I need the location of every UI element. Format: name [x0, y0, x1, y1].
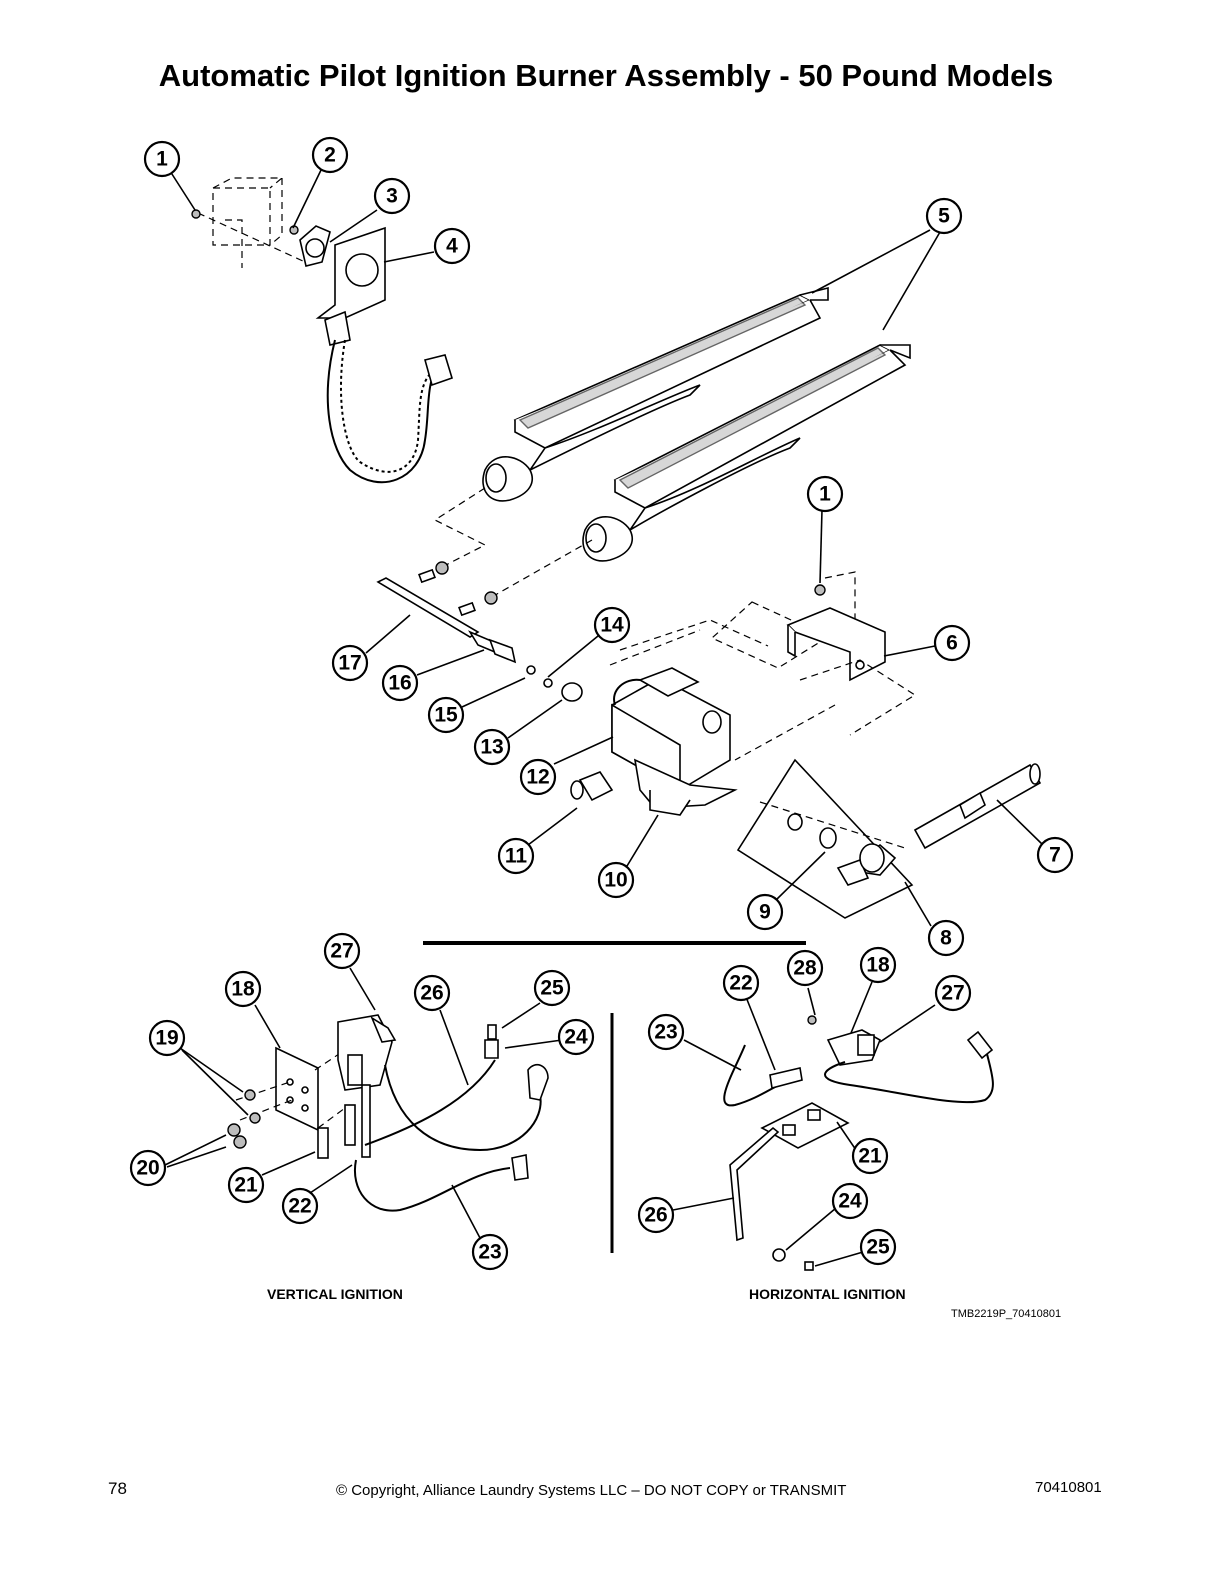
svg-text:8: 8 — [940, 927, 952, 950]
caption-vertical-ignition: VERTICAL IGNITION — [267, 1286, 403, 1302]
svg-text:28: 28 — [793, 957, 817, 980]
callout-5: 5 — [925, 197, 963, 235]
callout-7: 7 — [1036, 836, 1074, 874]
document-number: 70410801 — [1035, 1479, 1102, 1496]
page-title: Automatic Pilot Ignition Burner Assembly… — [158, 58, 1054, 93]
callout-26-horizontal: 26 — [637, 1196, 675, 1234]
callout-25-horizontal: 25 — [859, 1228, 897, 1266]
callout-9: 9 — [746, 893, 784, 931]
callout-21-horizontal: 21 — [851, 1137, 889, 1175]
callout-17: 17 — [331, 644, 369, 682]
svg-text:26: 26 — [420, 982, 443, 1005]
svg-text:23: 23 — [478, 1241, 501, 1264]
callout-bubbles: 1 2 3 4 5 1 6 14 17 16 15 13 12 11 10 7 … — [129, 136, 1074, 1271]
svg-text:5: 5 — [938, 205, 950, 228]
callout-23-vertical: 23 — [471, 1233, 509, 1271]
svg-text:2: 2 — [324, 144, 336, 167]
mounting-bracket-group — [710, 571, 917, 761]
page-number: 78 — [108, 1479, 127, 1498]
svg-text:21: 21 — [858, 1145, 882, 1168]
callout-12: 12 — [519, 758, 557, 796]
svg-text:27: 27 — [330, 940, 353, 963]
callout-18-horizontal: 18 — [859, 946, 897, 984]
svg-text:19: 19 — [155, 1027, 178, 1050]
svg-text:22: 22 — [729, 972, 752, 995]
svg-text:18: 18 — [231, 978, 255, 1001]
callout-15: 15 — [427, 696, 465, 734]
svg-text:12: 12 — [526, 766, 549, 789]
callout-24-horizontal: 24 — [831, 1182, 869, 1220]
svg-text:24: 24 — [564, 1026, 588, 1049]
callout-16: 16 — [381, 664, 419, 702]
callout-2: 2 — [311, 136, 349, 174]
svg-text:3: 3 — [386, 185, 398, 208]
callout-3: 3 — [373, 177, 411, 215]
callout-6: 6 — [933, 624, 971, 662]
vertical-ignition-assembly — [227, 1014, 549, 1212]
svg-text:11: 11 — [505, 845, 528, 868]
callout-18-vertical: 18 — [224, 970, 262, 1008]
horizontal-ignition-assembly — [723, 1015, 994, 1271]
svg-text:16: 16 — [388, 672, 411, 695]
callout-11: 11 — [497, 837, 535, 875]
callout-10: 10 — [597, 861, 635, 899]
burner-upper — [482, 286, 829, 502]
callout-13: 13 — [473, 728, 511, 766]
callout-8: 8 — [927, 919, 965, 957]
callout-19: 19 — [148, 1019, 186, 1057]
burner-lower — [582, 344, 911, 562]
svg-text:25: 25 — [866, 1236, 890, 1259]
svg-text:21: 21 — [234, 1174, 258, 1197]
callout-22-vertical: 22 — [281, 1187, 319, 1225]
svg-text:1: 1 — [819, 483, 831, 506]
svg-text:27: 27 — [941, 982, 964, 1005]
svg-text:15: 15 — [434, 704, 458, 727]
thermostat-bracket-group — [191, 177, 453, 484]
callout-24-vertical: 24 — [557, 1018, 595, 1056]
svg-text:18: 18 — [866, 954, 890, 977]
svg-text:7: 7 — [1049, 844, 1061, 867]
svg-text:26: 26 — [644, 1204, 667, 1227]
callout-1-right: 1 — [806, 475, 844, 513]
manifold-group — [376, 487, 593, 702]
callout-leaders — [164, 167, 1044, 1267]
callout-28: 28 — [786, 949, 824, 987]
callout-27-vertical: 27 — [323, 932, 361, 970]
svg-text:22: 22 — [288, 1195, 311, 1218]
svg-text:14: 14 — [600, 614, 624, 637]
svg-text:9: 9 — [759, 901, 771, 924]
callout-23-horizontal: 23 — [647, 1013, 685, 1051]
callout-27-horizontal: 27 — [934, 974, 972, 1012]
callout-21-vertical: 21 — [227, 1166, 265, 1204]
svg-text:13: 13 — [480, 736, 503, 759]
copyright-notice: © Copyright, Alliance Laundry Systems LL… — [336, 1482, 847, 1499]
svg-text:10: 10 — [604, 869, 627, 892]
svg-text:1: 1 — [156, 148, 168, 171]
callout-25-vertical: 25 — [533, 969, 571, 1007]
callout-20: 20 — [129, 1149, 167, 1187]
svg-text:20: 20 — [136, 1157, 159, 1180]
svg-text:17: 17 — [338, 652, 361, 675]
caption-horizontal-ignition: HORIZONTAL IGNITION — [749, 1286, 906, 1302]
gas-valve-group — [570, 619, 769, 816]
callout-1: 1 — [143, 140, 181, 178]
callout-26-vertical: 26 — [413, 974, 451, 1012]
svg-text:4: 4 — [446, 235, 458, 258]
svg-text:25: 25 — [540, 977, 564, 1000]
drawing-reference: TMB2219P_70410801 — [951, 1308, 1062, 1320]
callout-4: 4 — [433, 227, 471, 265]
svg-text:6: 6 — [946, 632, 958, 655]
callout-14: 14 — [593, 606, 631, 644]
svg-text:24: 24 — [838, 1190, 862, 1213]
pipe-union-group — [736, 758, 1042, 919]
svg-text:23: 23 — [654, 1021, 677, 1044]
callout-22-horizontal: 22 — [722, 964, 760, 1002]
